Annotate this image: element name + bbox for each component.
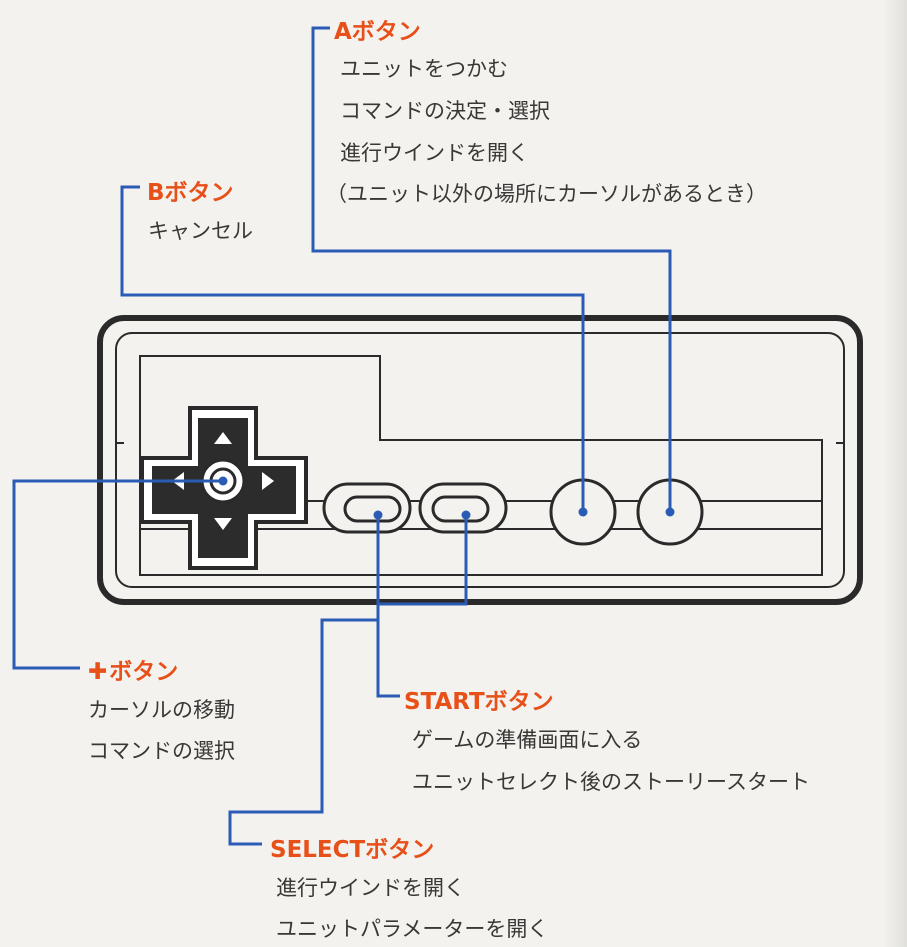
- leader-dots: [218, 476, 675, 520]
- a-button-heading: Aボタン: [334, 19, 421, 45]
- leader-line-dpad: [12, 479, 223, 670]
- a-button-line-2: コマンドの決定・選択: [340, 99, 550, 123]
- page-edge-shadow: [883, 0, 907, 947]
- select-button-heading: SELECTボタン: [270, 837, 435, 863]
- select-button-shape[interactable]: [322, 482, 412, 534]
- b-button-line-1: キャンセル: [148, 219, 253, 243]
- dpad-up-arrow-icon: [214, 432, 232, 444]
- leader-line-b: [120, 185, 585, 512]
- start-button-shape[interactable]: [418, 482, 508, 534]
- dpad-button-line-1: カーソルの移動: [88, 698, 235, 722]
- select-button-line-1: 進行ウインドを開く: [276, 876, 465, 900]
- select-button-line-2: ユニットパラメーターを開く: [276, 917, 549, 941]
- leader-line-a: [311, 26, 672, 512]
- leader-line-select: [228, 512, 380, 846]
- dpad[interactable]: [140, 406, 308, 570]
- b-button-heading: Bボタン: [147, 180, 234, 206]
- a-button-line-4: （ユニット以外の場所にカーソルがあるとき）: [326, 182, 767, 206]
- start-button-line-1: ゲームの準備画面に入る: [412, 728, 643, 752]
- leader-line-start: [376, 512, 468, 698]
- dpad-down-arrow-icon: [214, 518, 232, 530]
- dpad-button-heading-label: ボタン: [109, 659, 179, 685]
- dpad-button-heading: ✚ボタン: [88, 652, 178, 686]
- start-button-heading: STARTボタン: [404, 689, 554, 715]
- a-button-line-1: ユニットをつかむ: [340, 57, 508, 81]
- a-button-line-3: 進行ウインドを開く: [340, 141, 529, 165]
- dpad-button-line-2: コマンドの選択: [88, 739, 235, 763]
- leader-lines: [12, 26, 672, 846]
- plus-icon: ✚: [88, 659, 108, 685]
- dpad-right-arrow-icon: [262, 472, 274, 490]
- start-button-line-2: ユニットセレクト後のストーリースタート: [412, 770, 810, 794]
